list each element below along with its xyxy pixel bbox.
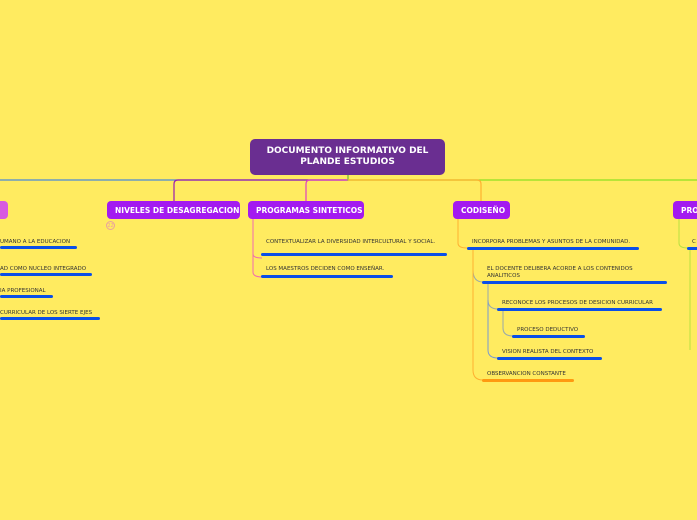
subtopic-underline xyxy=(0,295,53,298)
subtopic-underline xyxy=(261,275,393,278)
subtopic[interactable]: RECONOCE LOS PROCESOS DE DESICION CURRIC… xyxy=(502,300,653,306)
subtopic-underline xyxy=(497,357,602,360)
subtopic-underline xyxy=(512,335,585,338)
subtopic[interactable]: CONTEXTUALIZAR LA DIVERSIDAD INTERCULTUR… xyxy=(266,239,436,245)
subtopic-underline xyxy=(687,247,697,250)
topic-label: PRO xyxy=(681,205,697,215)
subtopic-underline xyxy=(0,273,92,276)
subtopic[interactable]: LOS MAESTROS DECIDEN COMO ENSEÑAR. xyxy=(266,266,385,272)
collapsed-count-badge[interactable]: 22 xyxy=(106,221,115,230)
subtopic[interactable]: INCORPORA PROBLEMAS Y ASUNTOS DE LA COMU… xyxy=(472,239,631,245)
topic-right-cutoff[interactable]: PRO xyxy=(673,201,697,219)
subtopic[interactable]: VISION REALISTA DEL CONTEXTO xyxy=(502,349,594,355)
subtopic[interactable]: UMANO A LA EDUCACION xyxy=(0,239,71,245)
subtopic-underline xyxy=(261,253,447,256)
subtopic[interactable]: AD COMO NUCLEO INTEGRADO xyxy=(0,266,87,272)
topic-niveles-de-desagregacion[interactable]: NIVELES DE DESAGREGACION xyxy=(107,201,240,219)
subtopic[interactable]: EL DOCENTE DELIBERA ACORDE A LOS CONTENI… xyxy=(487,266,633,279)
subtopic-underline xyxy=(497,308,662,311)
subtopic[interactable]: OBSERVANCION CONSTANTE xyxy=(487,371,566,377)
subtopic-underline xyxy=(482,379,574,382)
topic-label: PROGRAMAS SINTETICOS xyxy=(256,205,363,215)
root-title: DOCUMENTO INFORMATIVO DEL PLANDE ESTUDIO… xyxy=(266,146,429,167)
subtopic[interactable]: PROCESO DEDUCTIVO xyxy=(517,327,579,333)
root-topic[interactable]: DOCUMENTO INFORMATIVO DEL PLANDE ESTUDIO… xyxy=(250,139,445,175)
subtopic[interactable]: CURRICULAR DE LOS SIERTE EJES xyxy=(0,310,93,316)
topic-label: NIVELES DE DESAGREGACION xyxy=(115,205,240,215)
subtopic[interactable]: C xyxy=(692,239,696,245)
topic-left-cutoff[interactable] xyxy=(0,201,8,219)
subtopic-underline xyxy=(482,281,667,284)
topic-programas-sinteticos[interactable]: PROGRAMAS SINTETICOS xyxy=(248,201,364,219)
subtopic[interactable]: IA PROFESIONAL xyxy=(0,288,46,294)
subtopic-underline xyxy=(0,246,77,249)
topic-codiseno[interactable]: CODISEÑO xyxy=(453,201,510,219)
subtopic-underline xyxy=(467,247,639,250)
topic-label: CODISEÑO xyxy=(461,205,506,215)
subtopic-underline xyxy=(0,317,100,320)
